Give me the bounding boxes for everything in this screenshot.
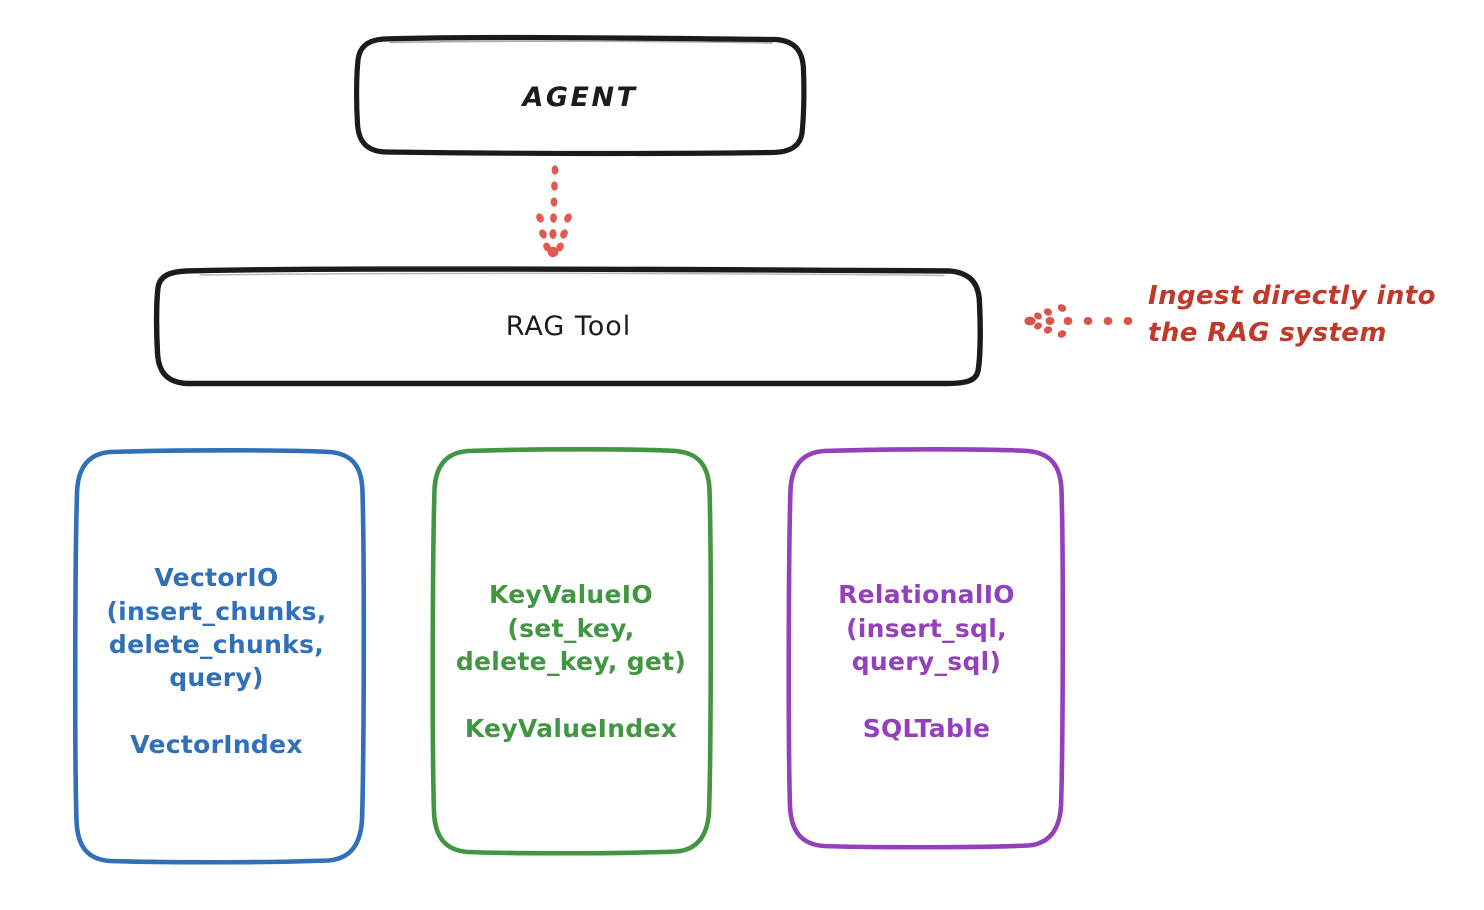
rag-tool-box-outline [153,266,983,388]
vector-io-node[interactable] [72,448,367,865]
vector-io-box-outline [72,448,367,865]
agent-node[interactable] [353,34,807,157]
key-value-io-node[interactable] [430,447,714,856]
agent-box-sketch-pass [389,40,773,44]
key-value-io-box-outline [430,447,714,856]
vector-io-label-group: VectorIO (insert_chunks, delete_chunks, … [68,528,365,795]
sql-table-label: SQLTable [862,714,991,743]
key-value-index-label: KeyValueIndex [464,714,678,743]
vector-index-label: VectorIndex [130,730,303,760]
relational-io-label-group: RelationalIO (insert_sql, query_sql) SQL… [788,545,1065,779]
vector-io-label: VectorIO (insert_chunks, delete_chunks, … [106,563,327,692]
agent-to-rag-arrow [536,165,572,258]
rag-tool-node[interactable] [153,266,983,388]
rag-tool-box-sketch-pass [199,272,945,277]
key-value-io-label: KeyValueIO (set_key, delete_key, get) [455,580,687,676]
relational-io-node[interactable] [786,447,1066,850]
relational-io-label: RelationalIO (insert_sql, query_sql) [838,580,1015,676]
relational-io-box-outline [786,447,1066,850]
ingest-to-rag-arrow [1024,304,1133,338]
agent-box-outline [353,34,807,157]
key-value-io-label-group: KeyValueIO (set_key, delete_key, get) Ke… [430,545,712,779]
agent-label: AGENT [522,82,638,113]
rag-tool-label: RAG Tool [505,311,632,342]
ingest-annotation-text: Ingest directly into the RAG system [1148,281,1436,348]
